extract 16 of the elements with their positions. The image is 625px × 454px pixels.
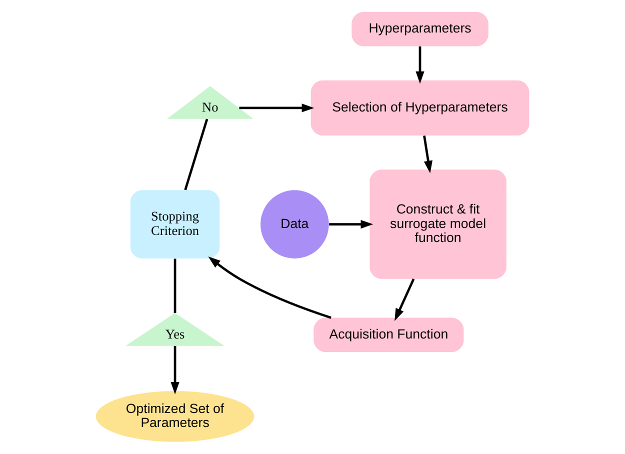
- node-box: Acquisition Function: [314, 318, 464, 352]
- node-ellipse: Optimized Set of Parameters: [96, 391, 254, 442]
- arrow: [423, 136, 432, 174]
- node-box: Selection of Hyperparameters: [310, 80, 530, 136]
- node-box: Hyperparameters: [352, 12, 488, 46]
- node-box: Construct & fit surrogate model function: [370, 170, 506, 279]
- connector: [174, 258, 176, 314]
- arrow: [170, 346, 180, 394]
- arrow: [394, 278, 415, 321]
- node-box: Stopping Criterion: [130, 190, 220, 258]
- arrow: [416, 46, 424, 84]
- arrow: [329, 220, 374, 229]
- arrow: [208, 256, 332, 319]
- node-circle: Data: [260, 190, 329, 258]
- connector: [184, 118, 208, 190]
- arrow: [239, 104, 314, 112]
